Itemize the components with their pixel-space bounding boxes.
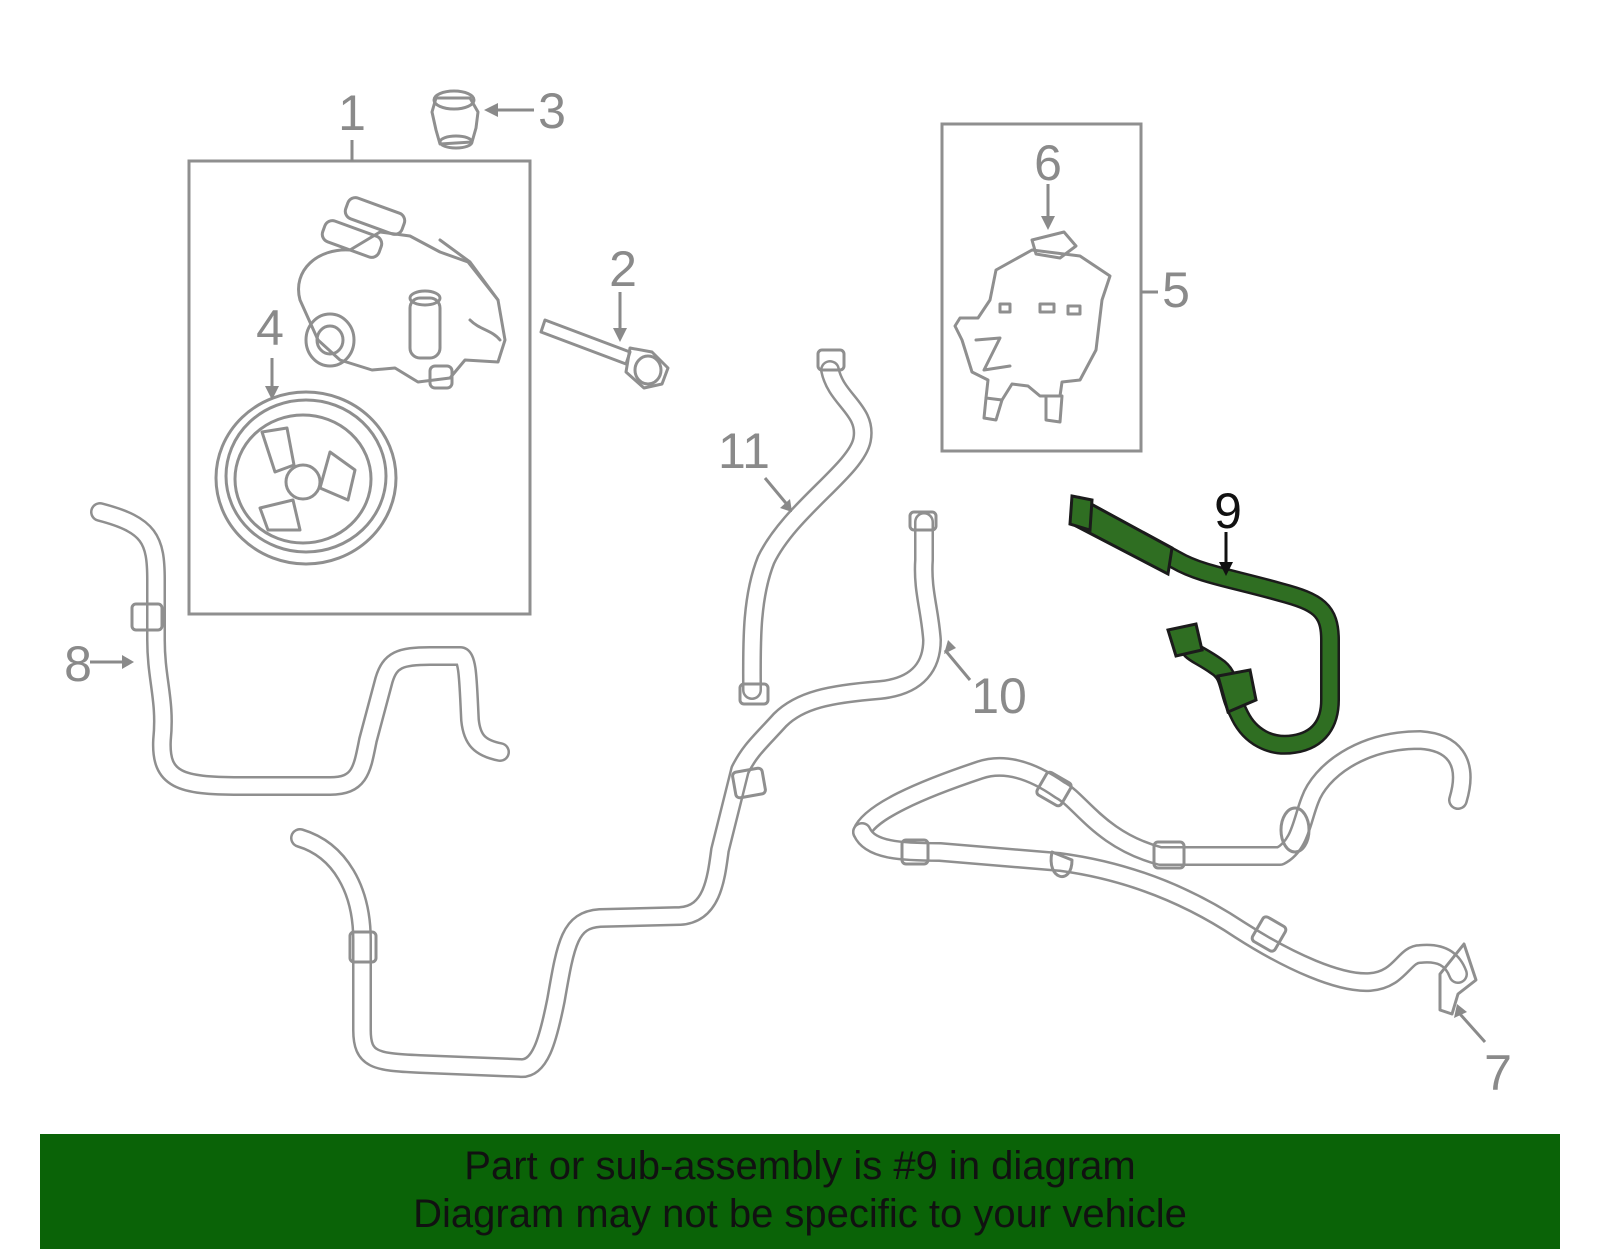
- power-steering-pump: [297, 196, 507, 390]
- part-8-return-line[interactable]: [90, 502, 510, 796]
- callout-10-arrowhead: [944, 640, 956, 654]
- callout-7-arrowhead: [1454, 1004, 1467, 1018]
- part-11-hose[interactable]: [738, 348, 873, 706]
- part-1-pump-assembly[interactable]: [187, 140, 532, 616]
- callout-8-arrowhead: [122, 655, 134, 669]
- callout-10: 10: [971, 668, 1027, 724]
- line-7-coupler-c: [1035, 770, 1073, 808]
- banner-line-1: Part or sub-assembly is #9 in diagram: [464, 1144, 1136, 1188]
- callout-1: 1: [338, 85, 366, 141]
- line-8-coupler: [130, 602, 164, 632]
- callout-5: 5: [1162, 262, 1190, 318]
- pump-assembly-frame: [187, 159, 532, 616]
- reservoir-frame: [940, 122, 1143, 453]
- part-5-reservoir-assembly[interactable]: [940, 122, 1158, 453]
- callout-4-arrowhead: [265, 386, 279, 400]
- part-6-reservoir-cap[interactable]: [1041, 184, 1055, 230]
- hose-11-fitting-top: [816, 348, 846, 372]
- line-7-coupler-a: [900, 838, 930, 866]
- hose-9-crimp: [1216, 668, 1258, 715]
- callout-8: 8: [64, 636, 92, 692]
- reservoir: [953, 230, 1112, 424]
- line-7-bracket: [1438, 942, 1478, 1016]
- part-9-hose-highlighted[interactable]: [1068, 494, 1340, 755]
- hose-9-end-fitting: [1068, 494, 1094, 532]
- part-2-bolt[interactable]: [539, 292, 670, 390]
- part-10-pressure-line[interactable]: [290, 510, 972, 1078]
- callout-6-arrowhead: [1041, 216, 1055, 230]
- callout-7: 7: [1484, 1045, 1512, 1101]
- line-10-coupler-a: [348, 930, 378, 964]
- line-10-fitting: [908, 510, 938, 532]
- part-4-pulley[interactable]: [214, 358, 398, 566]
- part-7-cooler-line[interactable]: [852, 730, 1487, 1043]
- callout-7-leader: [1458, 1013, 1487, 1043]
- callout-3-arrowhead: [484, 103, 498, 117]
- callout-11-arrowhead: [780, 499, 792, 512]
- line-10-coupler-b: [731, 766, 767, 800]
- line-7-coupler-d: [1250, 915, 1288, 953]
- line-7-clip: [1049, 850, 1074, 878]
- info-banner: Part or sub-assembly is #9 in diagram Di…: [40, 1134, 1560, 1249]
- part-3-cap[interactable]: [430, 89, 534, 150]
- callout-4: 4: [256, 300, 284, 356]
- hose-11-fitting-bottom: [738, 682, 770, 706]
- callout-3: 3: [538, 83, 566, 139]
- callout-9-arrowhead: [1219, 562, 1233, 576]
- banner-line-2: Diagram may not be specific to your vehi…: [413, 1192, 1187, 1236]
- line-7-junction: [1279, 806, 1311, 854]
- hose-9-lower-fitting: [1166, 622, 1204, 658]
- callout-9: 9: [1214, 483, 1242, 539]
- callout-2: 2: [609, 241, 637, 297]
- callout-6: 6: [1034, 135, 1062, 191]
- line-7-coupler-b: [1152, 840, 1186, 870]
- callout-11: 11: [718, 423, 770, 479]
- callout-10-leader: [943, 649, 972, 681]
- callout-2-arrowhead: [613, 328, 627, 342]
